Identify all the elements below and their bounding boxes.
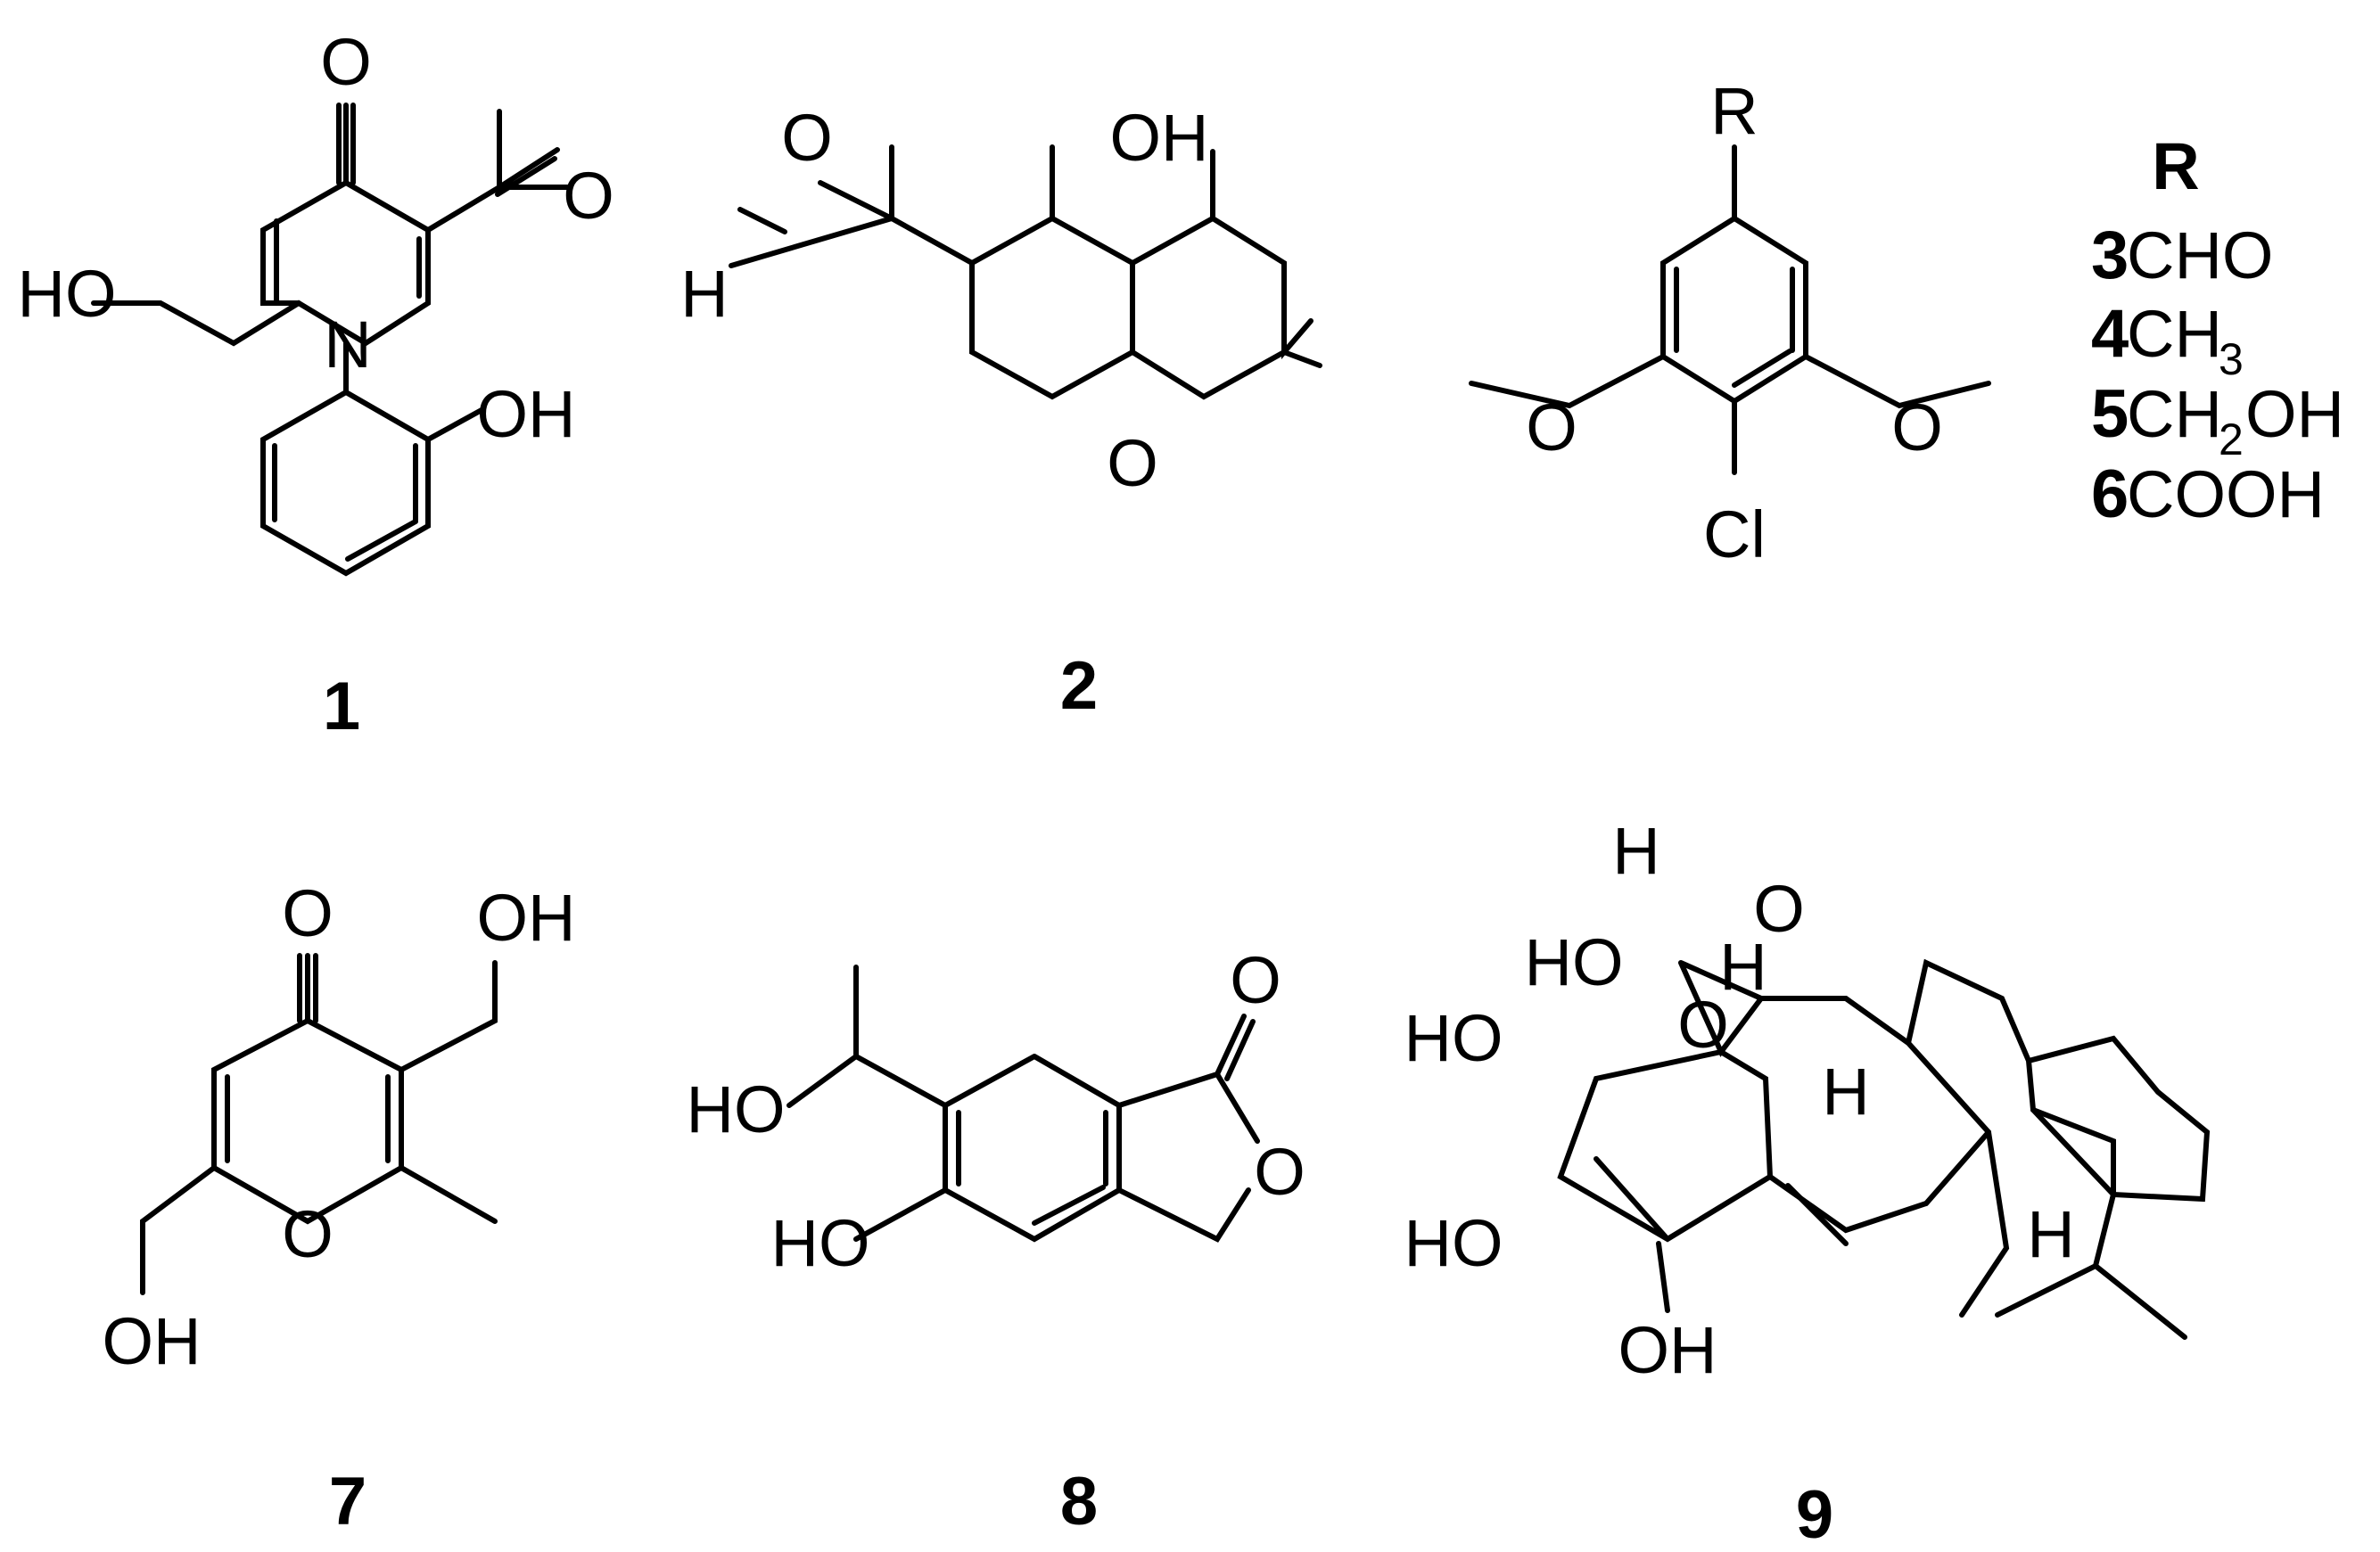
atom-o-aldehyde: O [781, 101, 833, 175]
atom-o-acetyl: O [563, 159, 614, 233]
r-row-number: 3 [2091, 218, 2129, 293]
r-table-row: 6 COOH [2091, 456, 2325, 532]
atom-o-ring: O [1254, 1135, 1305, 1209]
compound-label-2: 2 [1060, 648, 1098, 724]
r-row-group: COOH [2127, 457, 2325, 531]
atom-o-top: O [282, 876, 334, 950]
r-table-header: R [2152, 129, 2199, 203]
atom-o-2: O [1677, 988, 1729, 1062]
atom-oh-bottom: OH [103, 1304, 202, 1378]
r-row-group: CHO [2127, 218, 2273, 292]
compound-label-1: 1 [323, 669, 360, 744]
r-table-row: 3 CHO [2091, 218, 2273, 293]
atom-ho-2: HO [1404, 1001, 1503, 1075]
atom-h-2: H [1719, 930, 1766, 1004]
compound-3-6: R O O Cl [1469, 74, 1991, 571]
atom-o-bridge: O [1753, 872, 1805, 946]
r-table-row: 4 CH 3 [2091, 296, 2244, 384]
atom-o-right: O [1891, 390, 1943, 464]
compound-label-8: 8 [1060, 1464, 1098, 1540]
atom-h-aldehyde: H [680, 257, 728, 331]
atom-ho-3: HO [1404, 1206, 1503, 1280]
atom-o-top: O [320, 25, 372, 99]
atom-oh: OH [1110, 101, 1209, 175]
atom-r: R [1710, 74, 1758, 148]
compound-8: O O HO HO 8 [687, 943, 1305, 1540]
r-substituent-table: R 3 CHO 4 CH 3 5 CH 2 OH 6 COOH [2091, 129, 2344, 532]
atom-o-carbonyl: O [1230, 943, 1281, 1017]
r-row-number: 6 [2091, 456, 2129, 532]
atom-cl: Cl [1703, 497, 1766, 571]
compound-2: O H OH O 2 [680, 101, 1322, 724]
r-table-row: 5 CH 2 OH [2091, 376, 2344, 464]
atom-o-ring: O [1107, 426, 1158, 500]
atom-ho-1: HO [1525, 925, 1624, 999]
atom-oh-top: OH [477, 881, 576, 955]
atom-o-ring: O [282, 1197, 334, 1271]
r-row-tail: OH [2245, 377, 2344, 451]
atom-ho-top: HO [687, 1072, 786, 1146]
compound-9: H O HO H O HO H HO H OH 9 [1404, 814, 2211, 1552]
compound-label-7: 7 [329, 1464, 366, 1540]
compound-label-9: 9 [1796, 1477, 1833, 1552]
atom-oh: OH [477, 377, 576, 451]
r-row-number: 4 [2091, 296, 2129, 372]
r-row-group: CH [2127, 297, 2222, 371]
atom-oh-bottom: OH [1618, 1313, 1717, 1387]
r-row-subscript: 2 [2219, 415, 2244, 464]
atom-ho-bottom: HO [771, 1206, 870, 1280]
atom-h-4: H [2027, 1197, 2074, 1271]
r-row-group: CH [2127, 377, 2222, 451]
compound-7: O OH O OH 7 [103, 876, 576, 1540]
compound-1: O O HO N OH 1 [18, 25, 614, 744]
atom-ho: HO [18, 257, 117, 331]
r-row-number: 5 [2091, 376, 2129, 452]
atom-h-3: H [1822, 1055, 1869, 1129]
atom-o-left: O [1526, 390, 1577, 464]
atom-n: N [324, 308, 371, 382]
r-row-subscript: 3 [2219, 334, 2244, 384]
atom-h-top: H [1612, 814, 1659, 888]
